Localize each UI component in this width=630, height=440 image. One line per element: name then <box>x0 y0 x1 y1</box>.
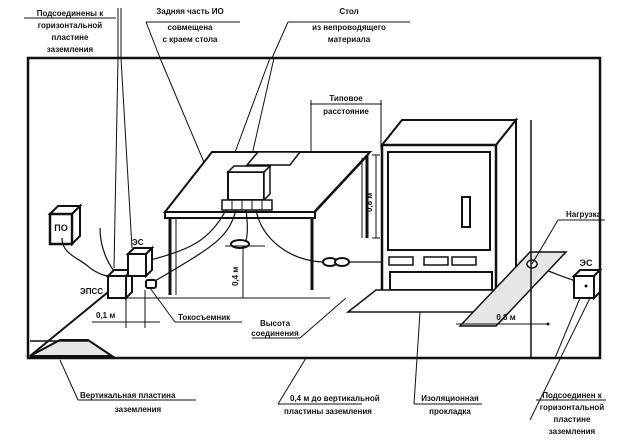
callout-rear-eut: Задняя часть ИО совмещена с краем стола <box>156 7 224 44</box>
es-right-label: ЭС <box>580 258 593 268</box>
callout-rear-eut-line2: совмещена <box>168 23 214 32</box>
callout-insulating-pad: Изоляционная прокладка <box>421 394 479 416</box>
dist-vplate-callout <box>277 357 307 405</box>
callout-top-left-line1: Подсоединены к <box>37 9 104 18</box>
dim-label-08-vertical: 0,8 м <box>365 193 374 212</box>
vert-plate-callout <box>59 359 79 401</box>
callout-table-line1: Стол <box>339 7 358 16</box>
dim-04-under-table <box>225 245 330 299</box>
callout-load: Нагрузка <box>566 210 602 219</box>
dim-08-horizontal <box>456 322 550 326</box>
callout-table: Стол из непроводящего материала <box>312 7 386 44</box>
es-right-strap <box>554 297 581 359</box>
dim-08-vertical <box>372 154 380 239</box>
dim-label-08-horizontal: 0,8 м <box>496 313 515 322</box>
po-cable <box>61 237 111 277</box>
callout-vertical-plate: Вертикальная пластина заземления <box>80 391 176 414</box>
callout-bottom-right-line2: горизонтальной <box>540 403 605 412</box>
dim-label-01: 0,1 м <box>96 311 115 320</box>
callout-bottom-right-line1: Подсоединен к <box>542 391 603 400</box>
callout-table-line2: из непроводящего <box>312 23 386 32</box>
callout-top-left: Подсоединены к горизонтальной пластине з… <box>24 9 116 54</box>
po-box <box>47 203 83 247</box>
callout-dist-vertical-plate: 0,4 м до вертикальной пластины заземлени… <box>284 394 380 416</box>
typical-distance-dim <box>310 100 382 155</box>
callout-bottom-right-line4: заземления <box>549 427 596 436</box>
es-left-label: ЭС <box>132 238 144 247</box>
epss-label: ЭПСС <box>80 287 103 296</box>
room-frame <box>26 56 602 360</box>
es-box-right <box>571 267 603 301</box>
es-box-left <box>125 245 155 279</box>
floor-cabinet <box>379 117 519 299</box>
callout-insulating-pad-line2: прокладка <box>429 407 471 416</box>
callout-dist-vplate-line1: 0,4 м до вертикальной <box>290 394 380 403</box>
callout-top-left-line3: пластине <box>52 33 89 42</box>
callout-lines-table <box>233 21 410 156</box>
vertical-ground-plate <box>29 339 116 357</box>
callout-vertical-plate-line1: Вертикальная пластина <box>80 391 176 400</box>
callout-connection-height-line2: соединения <box>251 329 299 338</box>
eut-device <box>221 151 302 211</box>
callout-connection-height: Высота соединения <box>251 319 299 338</box>
callout-typical-distance-line2: расстояние <box>323 107 369 116</box>
callout-bottom-right-line3: пластине <box>554 415 591 424</box>
load-plate <box>458 219 605 327</box>
current-probe <box>145 279 157 289</box>
callout-rear-eut-line1: Задняя часть ИО <box>156 7 224 16</box>
callout-bottom-right: Подсоединен к горизонтальной пластине за… <box>540 391 605 436</box>
callout-typical-distance-line1: Типовое <box>329 94 363 103</box>
callout-insulating-pad-line1: Изоляционная <box>421 394 479 403</box>
callout-connection-height-line1: Высота <box>260 319 291 328</box>
callout-top-left-line4: заземления <box>47 45 94 54</box>
callout-table-line3: материала <box>328 35 371 44</box>
callout-vertical-plate-line2: заземления <box>115 405 162 414</box>
conn-height-callout <box>299 297 347 339</box>
po-label: ПО <box>54 223 67 233</box>
dim-label-04: 0,4 м <box>231 267 240 286</box>
callout-top-left-line2: горизонтальной <box>38 21 103 30</box>
callout-typical-distance: Типовое расстояние <box>323 94 369 116</box>
dim-01 <box>92 290 160 328</box>
callout-rear-eut-line3: с краем стола <box>163 35 219 44</box>
probe-callout-line <box>149 287 176 323</box>
callout-dist-vplate-line2: пластины заземления <box>284 407 372 416</box>
pad-callout <box>413 311 421 405</box>
callout-current-probe: Токосъемник <box>178 313 231 322</box>
callout-lines-top-left <box>113 8 133 269</box>
